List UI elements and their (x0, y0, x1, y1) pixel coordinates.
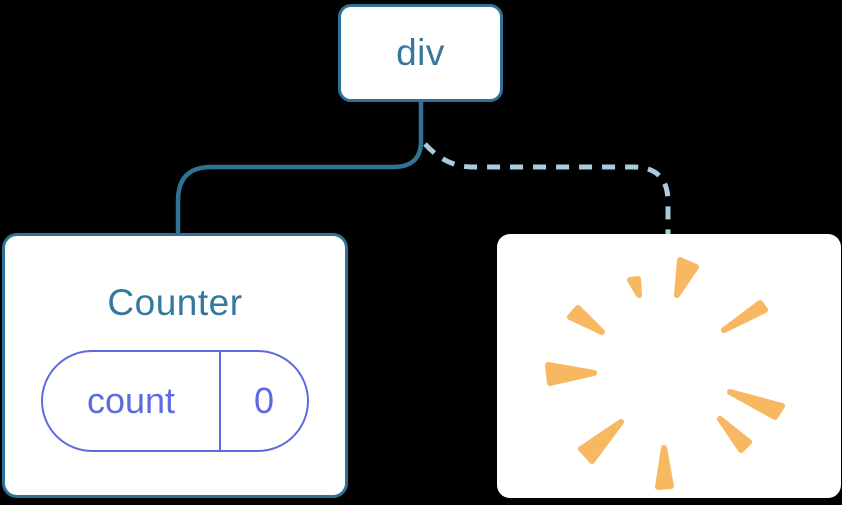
burst-ray (545, 362, 597, 386)
burst-ray (727, 389, 785, 420)
state-name: count (86, 380, 176, 421)
burst-ray (717, 416, 752, 453)
dashed-edge-root-to-removed (423, 142, 671, 237)
burst-ray (578, 419, 624, 464)
state-pill: count 0 (41, 350, 309, 452)
burst-ray (655, 445, 674, 490)
solid-edge-root-to-counter (175, 101, 424, 236)
root-div-node: div (338, 4, 503, 102)
burst-ray (674, 257, 699, 298)
root-div-label: div (396, 32, 445, 73)
burst-ray (627, 276, 642, 298)
burst-ray (721, 300, 768, 333)
state-value: 0 (219, 352, 307, 450)
counter-title: Counter (107, 282, 243, 323)
counter-component-node: Counter count 0 (2, 233, 348, 498)
burst-ray (567, 305, 605, 335)
poof-burst-icon (545, 257, 785, 490)
removed-component-node (497, 234, 841, 498)
